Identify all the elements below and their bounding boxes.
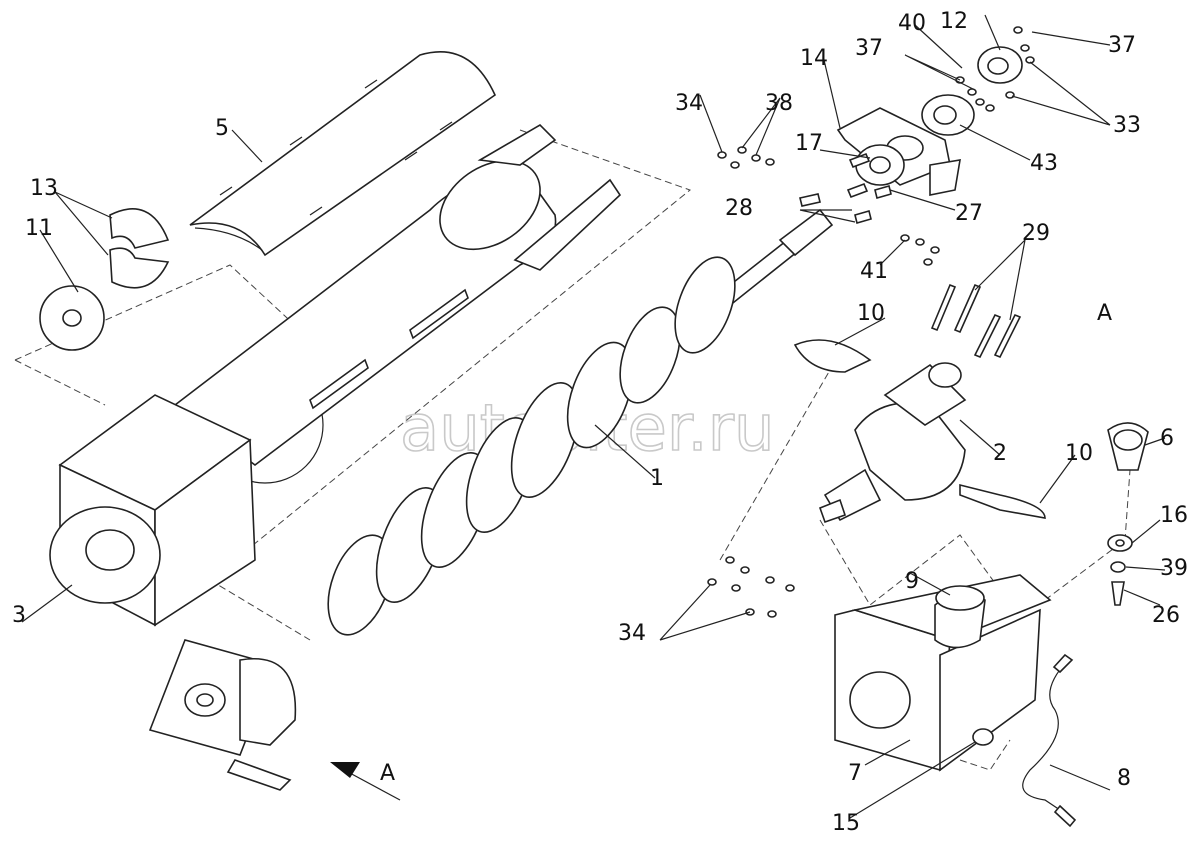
callout-labels: 5 13 11 3 1 34 38 14 17 28 37 40 12 37 3… (12, 9, 1188, 836)
label-5: 5 (215, 116, 229, 141)
part-8-hose (1022, 653, 1077, 828)
label-29: 29 (1022, 221, 1050, 246)
label-34-top: 34 (675, 91, 703, 116)
part-16-washer (1107, 534, 1133, 552)
auger-housing (49, 123, 622, 627)
label-1: 1 (650, 466, 664, 491)
leader-lines (21, 14, 1166, 819)
label-9: 9 (905, 569, 919, 594)
hardware-bolts (799, 152, 892, 224)
label-16: 16 (1160, 503, 1188, 528)
label-14: 14 (800, 46, 828, 71)
part-43-bearing (921, 94, 975, 136)
part-14-bracket (836, 107, 961, 196)
label-41: 41 (860, 259, 888, 284)
view-a-arrow (330, 762, 401, 801)
label-28: 28 (725, 196, 753, 221)
label-17: 17 (795, 131, 823, 156)
label-8: 8 (1117, 766, 1131, 791)
part-2-gearbox (818, 362, 967, 524)
label-10-upper: 10 (857, 301, 885, 326)
part-12-cap (977, 46, 1023, 84)
label-13: 13 (30, 176, 58, 201)
label-7: 7 (848, 761, 862, 786)
label-2: 2 (993, 441, 1007, 466)
part-17-plate (855, 144, 905, 186)
label-11: 11 (25, 216, 53, 241)
part-29-bolts (930, 283, 1022, 359)
label-37-left: 37 (855, 36, 883, 61)
label-40: 40 (898, 11, 926, 36)
label-10-lower: 10 (1065, 441, 1093, 466)
label-arrow-a: A (380, 761, 395, 786)
part-9-cup (934, 585, 986, 649)
label-6: 6 (1160, 426, 1174, 451)
part-6-bushing (1107, 422, 1149, 471)
label-34-bottom: 34 (618, 621, 646, 646)
view-a-drive (148, 639, 297, 791)
hardware-nuts (707, 26, 1035, 618)
part-15-clamp (972, 728, 994, 746)
label-12: 12 (940, 9, 968, 34)
part-10-shim-lower (959, 483, 1046, 519)
part-13-half-flanges (109, 208, 170, 289)
label-15: 15 (832, 811, 860, 836)
label-view-a: A (1097, 301, 1112, 326)
part-39-washer (1110, 561, 1126, 573)
label-27: 27 (955, 201, 983, 226)
part-26-bolt (1111, 581, 1125, 606)
part-1-auger (327, 208, 834, 636)
label-43: 43 (1030, 151, 1058, 176)
label-33: 33 (1113, 113, 1141, 138)
label-37-right: 37 (1108, 33, 1136, 58)
label-3: 3 (12, 603, 26, 628)
label-39: 39 (1160, 556, 1188, 581)
part-11-flange (39, 285, 105, 351)
part-5-cover (189, 51, 497, 257)
label-26: 26 (1152, 603, 1180, 628)
label-38: 38 (765, 91, 793, 116)
part-10-shim-upper (793, 339, 872, 373)
